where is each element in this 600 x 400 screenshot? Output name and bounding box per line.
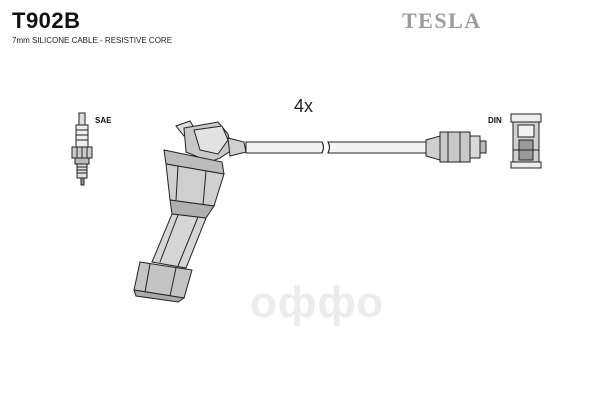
distributor-boot-icon	[425, 131, 487, 163]
part-number: T902B	[12, 8, 81, 33]
spark-plug-icon	[71, 112, 93, 186]
watermark-logo: оффо	[250, 278, 385, 327]
din-label: DIN	[488, 116, 502, 125]
sae-label: SAE	[95, 116, 112, 125]
din-terminal-icon	[510, 113, 542, 169]
cable	[245, 141, 427, 154]
brand-logo: TESLA	[402, 8, 482, 33]
quantity-label: 4x	[294, 96, 314, 116]
cable-spec: 7mm SILICONE CABLE - RESISTIVE CORE	[12, 36, 173, 45]
coil-boot-icon	[133, 120, 247, 303]
